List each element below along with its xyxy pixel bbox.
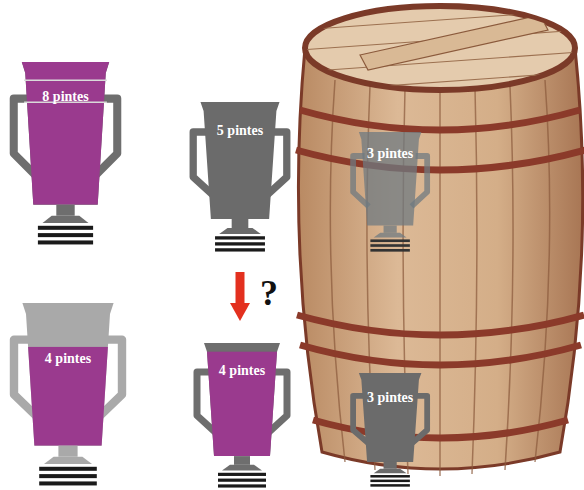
barrel-hoops — [296, 110, 584, 438]
jug-body — [359, 373, 422, 462]
foot-ring — [218, 484, 266, 487]
jug-stem — [234, 456, 250, 465]
foot-ring — [215, 248, 265, 251]
foot-ring — [39, 481, 97, 485]
jug-stem — [232, 219, 249, 228]
capacity-label: 3 pintes — [367, 146, 413, 162]
capacity-label: 3 pintes — [367, 390, 413, 406]
foot-ring — [370, 239, 409, 242]
jug: 4 pintes — [192, 343, 292, 488]
jug: 4 pintes — [8, 303, 128, 486]
jug-foot — [222, 465, 262, 471]
jug-foot — [43, 216, 89, 223]
foot-ring — [38, 226, 93, 230]
jug-stem — [384, 462, 397, 469]
jug-stem — [56, 205, 74, 216]
capacity-label: 8 pintes — [42, 89, 88, 105]
jug: 5 pintes — [188, 102, 292, 252]
rim-band — [24, 80, 107, 82]
foot-ring — [370, 484, 409, 487]
question-mark: ? — [260, 274, 278, 312]
barrel-lid — [305, 6, 575, 90]
foot-ring — [38, 240, 93, 244]
foot-ring — [370, 249, 409, 252]
jug-foot — [219, 228, 261, 234]
foot-ring — [370, 475, 409, 478]
wine — [8, 62, 123, 205]
foot-ring — [218, 473, 266, 476]
jug-foot — [374, 469, 407, 474]
foot-ring — [39, 467, 97, 471]
foot-ring — [38, 233, 93, 237]
lid-planks — [300, 10, 580, 92]
jug-foot — [44, 457, 92, 464]
jug-stem — [58, 446, 77, 457]
wine — [8, 347, 128, 446]
barrel-staves — [330, 80, 549, 476]
jug-stem — [384, 226, 397, 233]
capacity-label: 5 pintes — [217, 123, 263, 139]
wine — [192, 352, 292, 456]
foot-ring — [370, 244, 409, 247]
capacity-label: 4 pintes — [45, 351, 91, 367]
foot-ring — [39, 474, 97, 478]
foot-ring — [370, 480, 409, 483]
foot-ring — [215, 242, 265, 245]
jug: 3 pintes — [349, 132, 431, 252]
jug-body — [200, 102, 279, 219]
jug: 3 pintes — [349, 373, 431, 487]
capacity-label: 4 pintes — [219, 363, 265, 379]
foot-ring — [215, 236, 265, 239]
foot-ring — [218, 479, 266, 482]
jug-shape — [8, 303, 128, 486]
red-arrow — [236, 272, 245, 307]
jug-foot — [374, 233, 407, 238]
jug-body — [359, 132, 422, 226]
jug: 8 pintes — [8, 62, 123, 245]
